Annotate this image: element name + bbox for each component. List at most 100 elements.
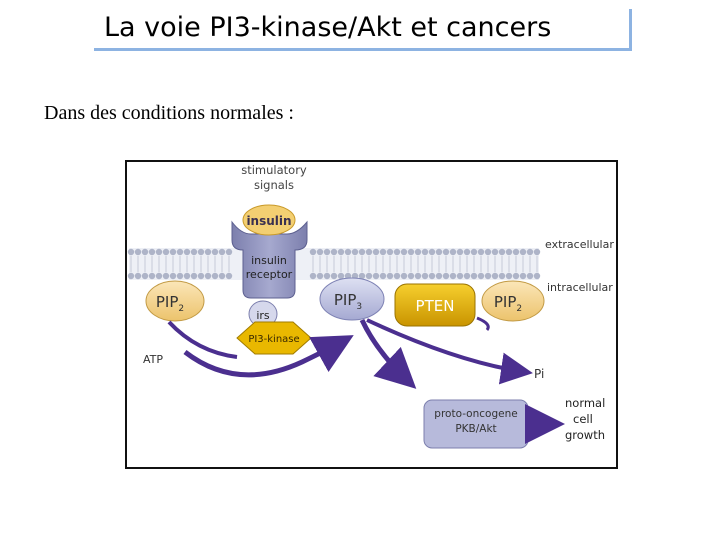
membrane-lipid xyxy=(512,248,520,256)
membrane-lipid xyxy=(337,248,345,256)
membrane-lipid xyxy=(127,248,135,256)
membrane-lipid xyxy=(155,248,163,256)
membrane-lipid xyxy=(323,272,331,280)
pathway-figure: insulin stimulatory signals insulin rece… xyxy=(125,160,618,469)
stimulatory-label: stimulatory xyxy=(241,163,307,177)
membrane-lipid xyxy=(148,272,156,280)
membrane-lipid xyxy=(512,272,520,280)
membrane-lipid xyxy=(428,248,436,256)
membrane-lipid xyxy=(316,248,324,256)
pten-node xyxy=(394,283,476,327)
membrane-lipid xyxy=(358,248,366,256)
page-title: La voie PI3-kinase/Akt et cancers xyxy=(104,12,552,43)
membrane-lipid xyxy=(449,248,457,256)
membrane-lipid xyxy=(323,248,331,256)
membrane-lipid xyxy=(400,248,408,256)
arrow-pip2-to-pi3k xyxy=(167,320,238,359)
arrow-pip3-to-pi xyxy=(366,318,533,385)
pip2-left-label: PIP2 xyxy=(156,293,184,314)
membrane-lipid xyxy=(526,248,534,256)
membrane-lipid xyxy=(155,272,163,280)
pip2-left-node xyxy=(145,280,205,322)
arrow-pip3-to-akt xyxy=(359,318,417,389)
title-frame xyxy=(94,9,632,51)
membrane-lipid xyxy=(477,272,485,280)
membrane-lipid xyxy=(519,272,527,280)
membrane-lipid xyxy=(470,248,478,256)
membrane-lipid xyxy=(463,248,471,256)
subtitle: Dans des conditions normales : xyxy=(44,102,294,124)
membrane-lipid xyxy=(183,248,191,256)
membrane-lipid xyxy=(456,248,464,256)
membrane-lipid xyxy=(218,272,226,280)
membrane-lipid xyxy=(190,248,198,256)
membrane-lipid xyxy=(141,248,149,256)
membrane-lipid xyxy=(344,248,352,256)
membrane-lipid xyxy=(162,248,170,256)
pathway-diagram: insulin stimulatory signals insulin rece… xyxy=(127,163,614,449)
membrane-lipid xyxy=(204,272,212,280)
membrane-lipid xyxy=(533,272,541,280)
extracellular-label: extracellular xyxy=(545,238,614,251)
membrane-lipid xyxy=(477,248,485,256)
membrane-lipid xyxy=(218,248,226,256)
membrane-lipid xyxy=(421,272,429,280)
membrane-lipid xyxy=(533,248,541,256)
membrane-lipid xyxy=(316,272,324,280)
growth-label-1: normal xyxy=(565,396,605,410)
membrane-lipid xyxy=(169,248,177,256)
membrane-lipid xyxy=(204,248,212,256)
membrane-lipid xyxy=(183,272,191,280)
membrane-lipid xyxy=(211,248,219,256)
membrane-lipid xyxy=(330,272,338,280)
membrane-lipid xyxy=(197,248,205,256)
membrane-lipid xyxy=(491,248,499,256)
growth-label-3: growth xyxy=(565,428,605,442)
membrane-lipid xyxy=(519,248,527,256)
membrane-lipid xyxy=(428,272,436,280)
membrane-lipid xyxy=(127,272,135,280)
insulin-receptor xyxy=(231,220,308,299)
membrane-lipid xyxy=(505,248,513,256)
membrane-lipid xyxy=(358,272,366,280)
pten-label: PTEN xyxy=(416,297,455,315)
membrane-lipid xyxy=(337,272,345,280)
pip3-node xyxy=(319,277,385,321)
irs-label: irs xyxy=(256,309,270,322)
receptor-label-1: insulin xyxy=(251,254,287,267)
akt-label-1: proto-oncogene xyxy=(434,408,517,420)
membrane-lipid xyxy=(400,272,408,280)
receptor-label-2: receptor xyxy=(246,268,293,281)
membrane-lipid xyxy=(330,248,338,256)
membrane-lipid xyxy=(414,272,422,280)
pi-label: Pi xyxy=(534,367,544,381)
membrane-lipid xyxy=(162,272,170,280)
membrane-lipid xyxy=(414,248,422,256)
membrane-lipid xyxy=(309,248,317,256)
membrane-lipid xyxy=(190,272,198,280)
growth-label-2: cell xyxy=(573,412,593,426)
membrane-lipid xyxy=(309,272,317,280)
intracellular-label: intracellular xyxy=(547,281,613,294)
membrane-lipid xyxy=(351,248,359,256)
membrane-lipid xyxy=(393,248,401,256)
insulin-node xyxy=(242,204,296,236)
membrane-lipid xyxy=(386,272,394,280)
membrane-lipid xyxy=(197,272,205,280)
membrane-lipid xyxy=(407,272,415,280)
membrane-lipid xyxy=(372,248,380,256)
membrane-lipid xyxy=(379,248,387,256)
membrane-lipid xyxy=(379,272,387,280)
atp-label: ATP xyxy=(143,353,163,366)
membrane-lipid xyxy=(176,248,184,256)
signals-label: signals xyxy=(254,178,294,192)
membrane-lipid xyxy=(456,272,464,280)
membrane-lipid xyxy=(148,248,156,256)
arrow-pten-to-pip2 xyxy=(476,316,490,331)
membrane-lipid xyxy=(176,272,184,280)
membrane-lipid xyxy=(134,248,142,256)
membrane-lipid xyxy=(498,248,506,256)
membrane-lipid xyxy=(449,272,457,280)
membrane-lipid xyxy=(526,272,534,280)
pip2-right-node xyxy=(481,280,545,322)
